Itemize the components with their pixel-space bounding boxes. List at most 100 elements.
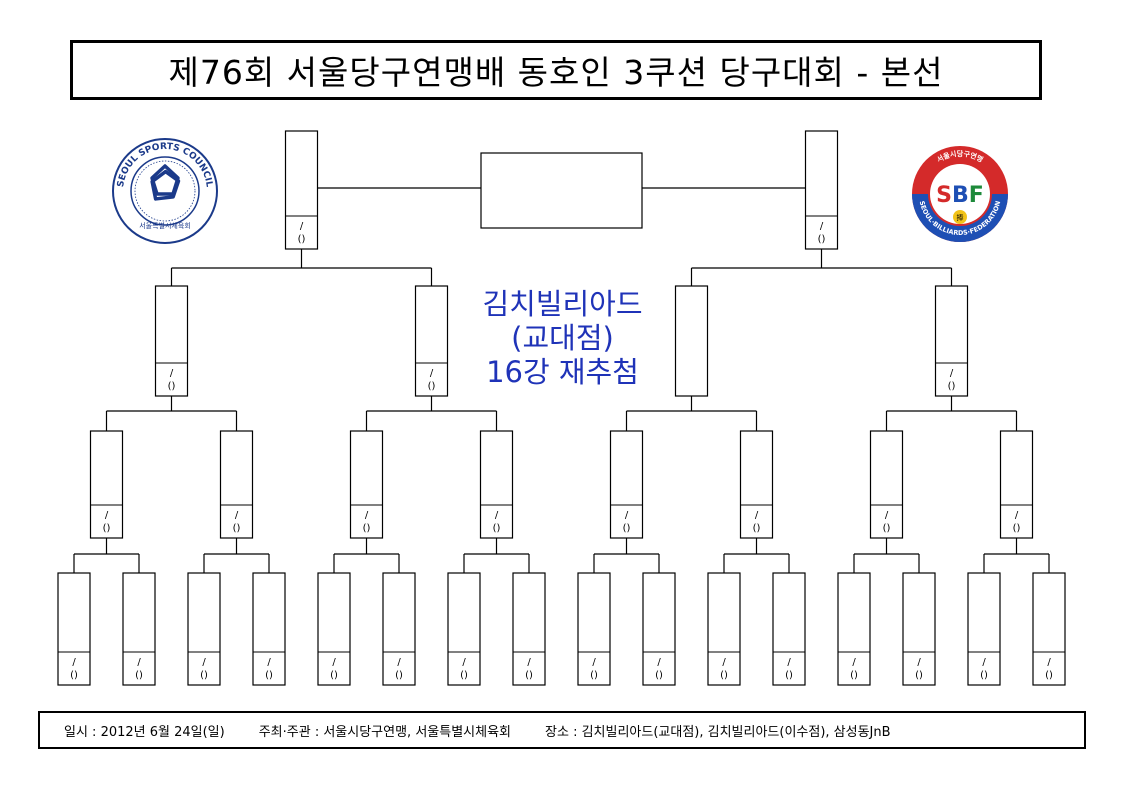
slot-record-label: () (363, 523, 371, 534)
slot-record-label: () (168, 381, 176, 392)
event-host: 주최·주관 : 서울시당구연맹, 서울특별시체육회 (258, 724, 512, 740)
slot-score-label: / (462, 657, 466, 668)
slot-record-label: () (103, 523, 111, 534)
player-slot (999, 430, 1034, 539)
slot-score-label: / (137, 657, 141, 668)
event-date: 일시 : 2012년 6월 24일(일) (64, 724, 225, 740)
player-slot (414, 285, 449, 397)
player-slot (707, 572, 741, 686)
slot-score-label: / (885, 510, 889, 521)
slot-record-label: () (298, 234, 306, 245)
slot-score-label: / (917, 657, 921, 668)
player-slot (57, 572, 91, 686)
player-slot (869, 430, 904, 539)
player-slot (739, 430, 774, 539)
player-slot (804, 130, 839, 250)
player-slot (122, 572, 156, 686)
player-slot (154, 285, 189, 397)
right-logo-bottom-text: 捧 (957, 213, 964, 222)
slot-score-label: / (722, 657, 726, 668)
slot-score-label: / (1015, 510, 1019, 521)
slot-record-label: () (1013, 523, 1021, 534)
slot-score-label: / (755, 510, 759, 521)
slot-score-label: / (657, 657, 661, 668)
seoul-billiards-federation-logo: 서울시당구연맹 SEOUL·BILLIARDS·FEDERATION SBF 捧 (912, 146, 1008, 242)
player-slot (89, 430, 124, 539)
player-slot (967, 572, 1001, 686)
slot-score-label: / (1047, 657, 1051, 668)
left-logo-bottom-text: 서울특별시체육회 (139, 221, 191, 230)
slot-score-label: / (300, 221, 304, 232)
slot-record-label: () (493, 523, 501, 534)
player-slot (317, 572, 351, 686)
seoul-sports-council-logo: SEOUL SPORTS COUNCIL 서울특별시체육회 (112, 138, 218, 244)
slot-record-label: () (785, 670, 793, 681)
slot-record-label: () (525, 670, 533, 681)
player-slot (934, 285, 969, 397)
player-slot (187, 572, 221, 686)
slot-record-label: () (460, 670, 468, 681)
slot-record-label: () (883, 523, 891, 534)
player-slot (609, 430, 644, 539)
player-slot (284, 130, 319, 250)
slot-score-label: / (397, 657, 401, 668)
slot-score-label: / (527, 657, 531, 668)
slot-record-label: () (850, 670, 858, 681)
slot-record-label: () (980, 670, 988, 681)
player-slot (1032, 572, 1066, 686)
event-info-footer: 일시 : 2012년 6월 24일(일) 주최·주관 : 서울시당구연맹, 서울… (38, 711, 1086, 749)
slot-score-label: / (332, 657, 336, 668)
slot-score-label: / (430, 368, 434, 379)
slot-record-label: () (330, 670, 338, 681)
slot-score-label: / (235, 510, 239, 521)
slot-record-label: () (428, 381, 436, 392)
slot-score-label: / (787, 657, 791, 668)
slot-score-label: / (982, 657, 986, 668)
slot-record-label: () (720, 670, 728, 681)
slot-record-label: () (265, 670, 273, 681)
slot-record-label: () (233, 523, 241, 534)
slot-record-label: () (70, 670, 78, 681)
event-venue: 장소 : 김치빌리아드(교대점), 김치빌리아드(이수점), 삼성동JnB (545, 724, 891, 740)
slot-record-label: () (1045, 670, 1053, 681)
slot-record-label: () (818, 234, 826, 245)
player-slot (772, 572, 806, 686)
slot-score-label: / (365, 510, 369, 521)
tournament-title: 제76회 서울당구연맹배 동호인 3쿠션 당구대회 - 본선 (70, 40, 1042, 100)
slot-record-label: () (655, 670, 663, 681)
player-slot (252, 572, 286, 686)
slot-score-label: / (625, 510, 629, 521)
redraw-announcement: 김치빌리아드 (교대점) 16강 재추첨 (440, 287, 685, 389)
player-slot (642, 572, 676, 686)
player-slot (512, 572, 546, 686)
tournament-bracket: / () / () / () / () / () / () / () / () / () / () / () / () / () /… (57, 130, 1066, 686)
right-logo-sbf-text: SBF (936, 183, 984, 208)
slot-record-label: () (135, 670, 143, 681)
announcement-branch: (교대점) (511, 321, 614, 355)
player-slot (349, 430, 384, 539)
slot-score-label: / (105, 510, 109, 521)
player-slot (219, 430, 254, 539)
slot-score-label: / (72, 657, 76, 668)
player-slot (577, 572, 611, 686)
slot-score-label: / (495, 510, 499, 521)
player-slot (837, 572, 871, 686)
slot-record-label: () (948, 381, 956, 392)
slot-record-label: () (590, 670, 598, 681)
player-slot (479, 430, 514, 539)
player-slot (382, 572, 416, 686)
slot-score-label: / (592, 657, 596, 668)
slot-score-label: / (202, 657, 206, 668)
slot-score-label: / (267, 657, 271, 668)
slot-record-label: () (915, 670, 923, 681)
player-slot (902, 572, 936, 686)
player-slot (674, 285, 709, 397)
slot-record-label: () (623, 523, 631, 534)
final-champion-box (480, 152, 643, 229)
announcement-venue: 김치빌리아드 (482, 287, 643, 321)
slot-record-label: () (753, 523, 761, 534)
slot-record-label: () (200, 670, 208, 681)
announcement-notice: 16강 재추첨 (486, 355, 639, 389)
slot-score-label: / (170, 368, 174, 379)
player-slot (447, 572, 481, 686)
